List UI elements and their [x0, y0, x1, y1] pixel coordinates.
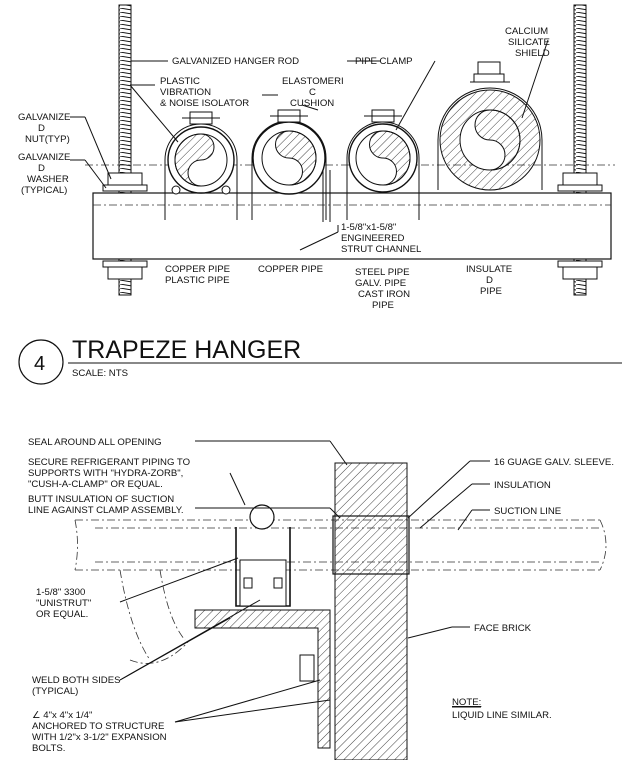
label-sleeve: 16 GUAGE GALV. SLEEVE. — [494, 457, 614, 468]
label-suction: SUCTION LINE — [494, 506, 561, 517]
label-secure-2: SUPPORTS WITH "HYDRA-ZORB", — [28, 468, 183, 479]
label-hanger-rod: GALVANIZED HANGER ROD — [172, 56, 299, 67]
label-elastomeric-2: C — [309, 87, 316, 98]
label-calcium-3: SHIELD — [515, 48, 550, 59]
wall-leaders — [119, 440, 490, 723]
detail-scale: SCALE: NTS — [72, 368, 128, 379]
label-pipe3-4: PIPE — [372, 300, 394, 311]
label-face-brick: FACE BRICK — [474, 623, 532, 634]
label-nut-3: NUT(TYP) — [25, 134, 70, 145]
label-elastomeric-3: CUSHION — [290, 98, 334, 109]
label-strut-2: ENGINEERED — [341, 233, 405, 244]
trapeze-labels: GALVANIZED HANGER ROD PLASTIC VIBRATION … — [18, 26, 550, 311]
wall-penetration-detail: SEAL AROUND ALL OPENING SECURE REFRIGERA… — [28, 437, 614, 760]
strut-channel — [92, 192, 612, 260]
label-insulation: INSULATION — [494, 480, 551, 491]
pipe-copper — [251, 109, 327, 220]
detail-title-block: 4 TRAPEZE HANGER SCALE: NTS — [18, 336, 622, 385]
label-elastomeric-1: ELASTOMERI — [282, 76, 344, 87]
label-calcium-2: SILICATE — [508, 37, 550, 48]
face-brick-wall — [334, 462, 408, 760]
trapeze-hanger-detail: GALVANIZED HANGER ROD PLASTIC VIBRATION … — [18, 4, 615, 311]
label-angle-2: ANCHORED TO STRUCTURE — [32, 721, 164, 732]
label-secure-3: "CUSH-A-CLAMP" OR EQUAL. — [28, 479, 163, 490]
label-pipe4-1: INSULATE — [466, 264, 512, 275]
label-butt-2: LINE AGAINST CLAMP ASSEMBLY. — [28, 505, 184, 516]
suction-line — [74, 519, 607, 664]
label-pipe4-3: PIPE — [480, 286, 502, 297]
label-pipe2: COPPER PIPE — [258, 264, 323, 275]
detail-number: 4 — [34, 353, 45, 375]
label-secure-1: SECURE REFRIGERANT PIPING TO — [28, 457, 190, 468]
label-unistrut-2: "UNISTRUT" — [36, 598, 91, 609]
label-isolator-1: PLASTIC — [160, 76, 200, 87]
label-strut-3: STRUT CHANNEL — [341, 244, 422, 255]
note-heading: NOTE: — [452, 697, 481, 708]
galv-sleeve — [332, 515, 410, 575]
detail-title: TRAPEZE HANGER — [72, 336, 301, 364]
label-angle-3: WITH 1/2"x 3-1/2" EXPANSION — [32, 732, 167, 743]
label-butt-1: BUTT INSULATION OF SUCTION — [28, 494, 174, 505]
label-washer-4: (TYPICAL) — [21, 185, 67, 196]
label-strut-1: 1-5/8"x1-5/8" — [341, 222, 396, 233]
label-nut-1: GALVANIZE — [18, 112, 70, 123]
label-nut-2: D — [38, 123, 45, 134]
label-washer-1: GALVANIZE — [18, 152, 70, 163]
label-washer-2: D — [38, 163, 45, 174]
label-pipe3-3: CAST IRON — [358, 289, 410, 300]
label-angle-1: ∠ 4"x 4"x 1/4" — [32, 710, 92, 721]
label-unistrut-1: 1-5/8" 3300 — [36, 587, 85, 598]
detail-number-bubble — [18, 339, 64, 385]
pipe-insulated — [437, 61, 543, 191]
wall-labels: SEAL AROUND ALL OPENING SECURE REFRIGERA… — [28, 437, 614, 754]
trapeze-leaders — [70, 39, 549, 251]
label-angle-4: BOLTS. — [32, 743, 65, 754]
label-seal: SEAL AROUND ALL OPENING — [28, 437, 162, 448]
note-text: LIQUID LINE SIMILAR. — [452, 710, 552, 721]
label-pipe3-2: GALV. PIPE — [355, 278, 406, 289]
pipe-copper-plastic — [164, 111, 238, 220]
label-pipe4-2: D — [486, 275, 493, 286]
label-calcium-1: CALCIUM — [505, 26, 548, 37]
label-isolator-3: & NOISE ISOLATOR — [160, 98, 249, 109]
label-pipe1-1: COPPER PIPE — [165, 264, 230, 275]
label-pipe-clamp: PIPE CLAMP — [355, 56, 413, 67]
label-isolator-2: VIBRATION — [160, 87, 211, 98]
label-washer-3: WASHER — [27, 174, 69, 185]
label-pipe3-1: STEEL PIPE — [355, 267, 410, 278]
clamp-assembly — [235, 504, 291, 607]
label-weld-2: (TYPICAL) — [32, 686, 78, 697]
label-weld-1: WELD BOTH SIDES — [32, 675, 121, 686]
label-unistrut-3: OR EQUAL. — [36, 609, 88, 620]
angle-bracket — [194, 609, 331, 749]
label-pipe1-2: PLASTIC PIPE — [165, 275, 230, 286]
pipe-steel — [346, 109, 420, 220]
